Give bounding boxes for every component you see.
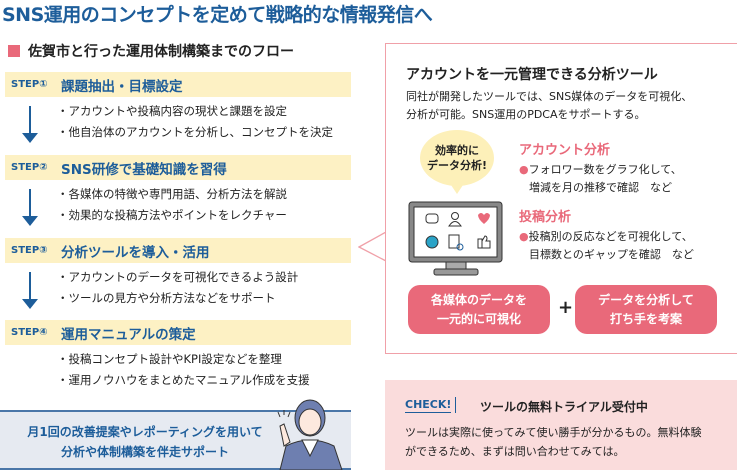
feature-line: 投稿別の反応などを可視化して、	[528, 230, 693, 243]
step-1-bar: STEP① 課題抽出・目標設定	[5, 72, 351, 97]
feature-title: アカウント分析	[519, 143, 611, 158]
list-item: ・効果的な投稿方法やポイントをレクチャー	[57, 208, 287, 222]
step-title: 分析ツールを導入・活用	[61, 244, 210, 261]
bullet-icon: ●	[519, 163, 529, 176]
list-item: ・アカウントのデータを可視化できるよう設計	[57, 270, 299, 284]
support-line: 月1回の改善提案やレポーティングを用いて	[27, 425, 263, 439]
analysis-tool-panel: アカウントを一元管理できる分析ツール 同社が開発したツールでは、SNS媒体のデー…	[385, 43, 737, 354]
heart-icon	[478, 213, 490, 224]
square-marker-icon	[8, 45, 20, 57]
desc-line: ツールは実際に使ってみて使い勝手が分かるもの。無料体験	[405, 426, 702, 439]
bullet-icon: ●	[519, 230, 529, 243]
step-4-bar: STEP④ 運用マニュアルの策定	[5, 320, 351, 345]
support-banner: 月1回の改善提案やレポーティングを用いて分析や体制構築を伴走サポート	[0, 399, 351, 470]
list-item: ・運用ノウハウをまとめたマニュアル作成を支援	[57, 373, 310, 387]
box-line: 各媒体のデータを	[430, 293, 527, 307]
callout-pointer	[358, 232, 387, 262]
list-item: ・アカウントや投稿内容の現状と課題を設定	[57, 104, 287, 118]
step-title: SNS研修で基礎知識を習得	[61, 161, 227, 178]
list-item: ・他自治体のアカウントを分析し、コンセプトを決定	[57, 125, 333, 139]
step-number: STEP②	[11, 162, 48, 173]
businesswoman-illustration	[277, 399, 343, 470]
desc-line: 分析が可能。SNS運用のPDCAをサポートする。	[406, 108, 646, 121]
desc-line: 同社が開発したツールでは、SNS媒体のデータを可視化、	[406, 90, 693, 103]
trial-check-box: CHECK! ツールの無料トライアル受付中 ツールは実際に使ってみて使い勝手が分…	[385, 380, 737, 470]
monitor-illustration	[408, 201, 503, 276]
flow-heading-text: 佐賀市と行った運用体制構築までのフロー	[28, 44, 294, 60]
tool-description: 同社が開発したツールでは、SNS媒体のデータを可視化、分析が可能。SNS運用のP…	[406, 88, 692, 124]
feature-line: 目標数とのギャップを確認 など	[529, 248, 694, 261]
check-badge: CHECK!	[405, 398, 452, 413]
tool-title: アカウントを一元管理できる分析ツール	[406, 67, 658, 83]
support-line: 分析や体制構築を伴走サポート	[60, 445, 229, 459]
feature-line: 増減を月の推移で確認 など	[529, 181, 672, 194]
step-number: STEP①	[11, 79, 48, 90]
check-title: ツールの無料トライアル受付中	[480, 400, 648, 414]
thumbs-up-icon	[477, 235, 491, 249]
down-arrow-icon	[22, 272, 38, 309]
step-2-items: ・各媒体の特徴や専門用語、分析方法を解説・効果的な投稿方法やポイントをレクチャー	[57, 184, 287, 226]
visualize-box: 各媒体のデータを一元的に可視化	[408, 285, 550, 334]
speech-bubble: 効率的にデータ分析!	[420, 130, 494, 194]
step-number: STEP④	[11, 327, 48, 338]
down-arrow-icon	[22, 106, 38, 143]
user-icon	[451, 212, 459, 220]
bubble-line: データ分析!	[426, 159, 488, 172]
feature-line: フォロワー数をグラフ化して、	[528, 163, 682, 176]
step-number: STEP③	[11, 245, 48, 256]
step-3-bar: STEP③ 分析ツールを導入・活用	[5, 238, 351, 263]
list-item: ・投稿コンセプト設計やKPI設定などを整理	[57, 352, 282, 366]
box-line: データを分析して	[598, 293, 694, 307]
feature-title: 投稿分析	[519, 210, 572, 225]
analyze-box: データを分析して打ち手を考案	[575, 285, 717, 334]
list-item: ・各媒体の特徴や専門用語、分析方法を解説	[57, 187, 287, 201]
search-doc-icon	[448, 234, 460, 249]
list-item: ・ツールの見方や分析方法などをサポート	[57, 291, 276, 305]
step-title: 課題抽出・目標設定	[61, 78, 183, 95]
flow-heading: 佐賀市と行った運用体制構築までのフロー	[8, 41, 294, 61]
down-arrow-icon	[22, 189, 38, 226]
box-line: 一元的に可視化	[436, 312, 521, 326]
divider	[455, 397, 456, 413]
step-2-bar: STEP② SNS研修で基礎知識を習得	[5, 155, 351, 180]
step-3-items: ・アカウントのデータを可視化できるよう設計・ツールの見方や分析方法などをサポート	[57, 267, 298, 309]
chat-icon	[425, 213, 439, 224]
step-title: 運用マニュアルの策定	[61, 326, 196, 343]
page-title: SNS運用のコンセプトを定めて戦略的な情報発信へ	[2, 4, 433, 26]
feature-text: ●フォロワー数をグラフ化して、増減を月の推移で確認 など	[519, 161, 682, 197]
bubble-line: 効率的に	[435, 144, 479, 157]
step-4-items: ・投稿コンセプト設計やKPI設定などを整理・運用ノウハウをまとめたマニュアル作成…	[57, 349, 310, 391]
feature-text: ●投稿別の反応などを可視化して、目標数とのギャップを確認 など	[519, 228, 694, 264]
plus-icon: +	[558, 297, 574, 318]
profile-icon	[425, 235, 439, 249]
check-description: ツールは実際に使ってみて使い勝手が分かるもの。無料体験ができるため、まずは問い合…	[405, 423, 701, 461]
box-line: 打ち手を考案	[609, 312, 682, 326]
step-1-items: ・アカウントや投稿内容の現状と課題を設定・他自治体のアカウントを分析し、コンセプ…	[57, 101, 333, 143]
desc-line: ができるため、まずは問い合わせてみては。	[405, 445, 625, 458]
